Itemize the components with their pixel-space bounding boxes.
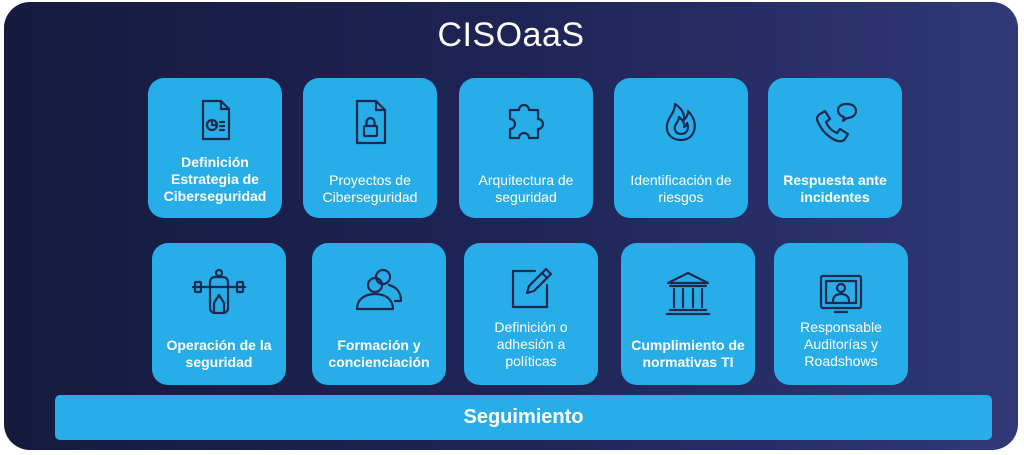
card-label: Definición Estrategia de Ciberseguridad xyxy=(163,154,267,204)
card-estrategia[interactable]: Definición Estrategia de Ciberseguridad xyxy=(148,78,282,218)
card-label: Proyectos de Ciberseguridad xyxy=(322,172,418,205)
phone-chat-icon xyxy=(815,102,858,143)
card-politicas[interactable]: Definición o adhesión a políticas xyxy=(464,243,598,385)
user-group-icon xyxy=(355,268,403,311)
card-label: Operación de la seguridad xyxy=(166,337,272,370)
flame-icon xyxy=(665,102,696,142)
card-label: Responsable Auditorías y Roadshows xyxy=(800,319,882,369)
pencil-edit-icon xyxy=(511,267,553,309)
card-proyectos[interactable]: Proyectos de Ciberseguridad xyxy=(303,78,437,218)
page-title: CISOaaS xyxy=(437,16,585,54)
card-label: Formación y concienciación xyxy=(328,337,430,370)
operator-dumbbell-icon xyxy=(191,268,247,315)
card-cumplimiento[interactable]: Cumplimiento de normativas TI xyxy=(621,243,755,385)
card-label: Cumplimiento de normativas TI xyxy=(631,337,745,370)
document-lock-icon xyxy=(355,99,387,145)
monitor-user-icon xyxy=(819,274,863,314)
card-auditorias[interactable]: Responsable Auditorías y Roadshows xyxy=(774,243,908,385)
card-label: Respuesta ante incidentes xyxy=(783,172,887,205)
seguimiento-bar[interactable]: Seguimiento xyxy=(55,395,992,440)
cisoaas-panel: CISOaaS Definición Estrategia de Ciberse… xyxy=(4,2,1018,450)
card-label: Arquitectura de seguridad xyxy=(478,172,574,205)
card-arquitectura[interactable]: Arquitectura de seguridad xyxy=(459,78,593,218)
institution-icon xyxy=(665,271,711,316)
card-label: Identificación de riesgos xyxy=(630,172,732,205)
card-label: Definición o adhesión a políticas xyxy=(494,319,568,369)
puzzle-icon xyxy=(508,103,545,140)
card-riesgos[interactable]: Identificación de riesgos xyxy=(614,78,748,218)
document-chart-icon xyxy=(201,99,231,141)
card-operacion[interactable]: Operación de la seguridad xyxy=(152,243,286,385)
card-formacion[interactable]: Formación y concienciación xyxy=(312,243,446,385)
card-incidentes[interactable]: Respuesta ante incidentes xyxy=(768,78,902,218)
